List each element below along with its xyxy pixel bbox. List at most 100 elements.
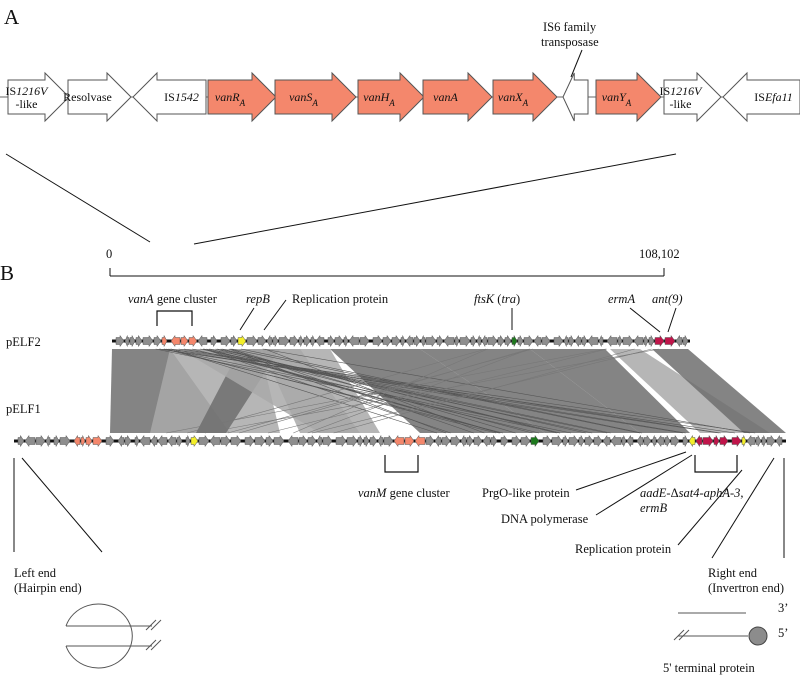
invertron-end-drawing: [673, 612, 768, 646]
vanm-cluster-bracket: [384, 455, 419, 473]
track-top-gene-37: [425, 334, 437, 348]
track-bottom-gene-16: [157, 434, 168, 448]
track-top-gene-45: [487, 334, 498, 348]
track-top-gene-17: [266, 335, 273, 347]
track-bottom-gene-67: [626, 434, 634, 448]
synteny-line-x-9: [267, 348, 607, 434]
track-top-gene-26: [334, 334, 344, 348]
left-end-label-1: Left end: [14, 566, 57, 580]
gene-label-a-9: vanYA: [602, 90, 632, 108]
track-bottom-gene-0: [17, 434, 25, 448]
track-top-gene-0: [115, 334, 125, 348]
gene-arrow-a-10: [663, 71, 722, 123]
track-top-gene-6: [161, 335, 168, 347]
ant9-pointer: [667, 307, 677, 333]
track-bottom-gene-83: [755, 435, 762, 447]
track-bottom-gene-70: [651, 435, 657, 447]
track-bottom-gene-14: [139, 434, 151, 448]
track-bottom-gene-39: [377, 435, 384, 447]
track-top-gene-43: [476, 335, 482, 347]
track-bottom-gene-42: [404, 434, 415, 448]
track-bottom-gene-47: [450, 434, 461, 448]
transposase-label-line2: transposase: [541, 35, 599, 49]
track-bottom-gene-76: [695, 434, 703, 448]
track-bottom-gene-59: [562, 435, 569, 447]
track-bottom-gene-34: [335, 434, 347, 448]
track-top-gene-33: [400, 335, 406, 347]
track-top-gene-67: [664, 334, 676, 348]
gene-label-a-6: vanA: [433, 90, 458, 104]
replication-protein-bottom-pointer: [677, 469, 743, 546]
track-bottom-gene-10: [105, 434, 115, 448]
synteny-line-12: [164, 348, 572, 434]
track-bottom-gene-65: [610, 434, 622, 448]
track-top-gene-35: [413, 334, 421, 348]
track-bottom-gene-74: [682, 435, 689, 447]
synteny-line-x-4: [187, 348, 487, 434]
track-bottom-gene-75: [688, 434, 696, 448]
gene-arrow-a-1: [67, 71, 132, 123]
track-top-gene-59: [598, 335, 604, 347]
gene-arrow-a-5: [357, 71, 425, 123]
track-top-gene-38: [436, 334, 444, 348]
track-bottom-gene-23: [220, 434, 231, 448]
synteny-line-x-2: [307, 348, 530, 434]
gene-label-a-1: Resolvase: [63, 90, 112, 104]
gene-label-a-3: vanRA: [215, 90, 246, 108]
synteny-line-22: [178, 348, 721, 434]
zoom-line-left: [5, 153, 151, 243]
track-top-gene-53: [553, 334, 564, 348]
vanm-cluster-label: vanM gene cluster: [358, 486, 450, 500]
gene-arrow-a-4: [274, 71, 357, 123]
track-top-gene-51: [533, 334, 542, 348]
track-bottom-gene-84: [761, 435, 767, 447]
track-bottom-gene-40: [383, 434, 394, 448]
synteny-ribbon-5: [530, 349, 690, 433]
erma-label: ermA: [608, 292, 635, 306]
track-top-gene-57: [581, 335, 588, 347]
track-bottom-gene-53: [500, 434, 509, 448]
synteny-line-x-8: [312, 348, 652, 434]
track-bottom-gene-27: [265, 434, 274, 448]
replication-protein-top-label: Replication protein: [292, 292, 389, 306]
gene-arrow-a-9: [595, 71, 662, 123]
track-bottom-gene-4: [53, 435, 60, 447]
track-top-gene-60: [606, 334, 618, 348]
pelf2-gene-track: [112, 334, 690, 348]
track-top-gene-28: [348, 334, 360, 348]
hairpin-end-drawing: [65, 603, 162, 669]
track-top-gene-20: [289, 334, 299, 348]
terminal-protein-icon: [748, 626, 768, 646]
plasmid-label-pelf1: pELF1: [6, 402, 41, 416]
track-bottom-gene-28: [273, 434, 285, 448]
track-bottom-gene-82: [746, 434, 756, 448]
track-bottom-gene-5: [59, 434, 71, 448]
track-top-gene-5: [153, 334, 162, 348]
track-top-gene-68: [675, 334, 683, 348]
repb-label: repB: [246, 292, 270, 306]
track-top-gene-49: [517, 335, 524, 347]
left-end-line-2: [21, 457, 103, 553]
gene-arrow-a-6: [422, 71, 493, 123]
replication-protein-bottom-label: Replication protein: [575, 542, 672, 556]
track-bottom-gene-52: [490, 434, 498, 448]
track-bottom-gene-58: [551, 434, 563, 448]
synteny-line-x-5: [166, 348, 606, 434]
five-prime-label: 5’: [778, 626, 788, 640]
three-prime-label: 3’: [778, 601, 788, 615]
synteny-line-26: [166, 348, 497, 434]
track-top-gene-7: [170, 334, 181, 348]
track-bottom-gene-73: [670, 434, 680, 448]
track-top-gene-48: [511, 335, 518, 347]
gene-arrow-a-3: [207, 71, 277, 123]
track-bottom-gene-26: [254, 434, 266, 448]
track-top-gene-58: [587, 334, 599, 348]
track-top-gene-13: [230, 334, 238, 348]
track-top-gene-32: [391, 334, 401, 348]
gene-arrow-a-2: [132, 71, 207, 123]
track-top-gene-63: [633, 334, 644, 348]
synteny-links: [110, 348, 786, 434]
track-top-gene-31: [382, 334, 392, 348]
